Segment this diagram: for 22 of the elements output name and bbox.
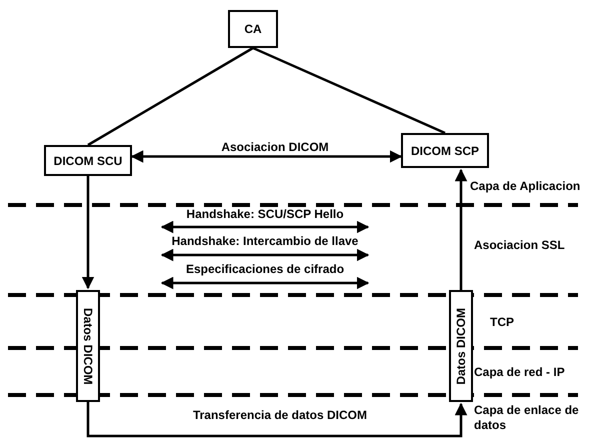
node-label: Datos DICOM [455,308,467,384]
node-label: Datos DICOM [82,308,94,384]
process-box [76,290,100,402]
connector-arrow [130,150,402,163]
layer-label: TCP [490,315,515,330]
connector-arrow [82,176,94,290]
layer-label: Handshake: Intercambio de llave [170,234,360,249]
layer-label: Asociacion SSL [474,238,566,253]
layer-label: Especificaciones de cifrado [184,262,346,277]
process-box [44,145,132,176]
layer-label: Capa de enlace de datos [474,403,580,433]
connector-arrow [86,402,468,438]
node-label: DICOM SCP [410,144,479,156]
node-label: DICOM SCU [54,154,122,166]
connector-arrow [454,168,468,290]
layer-label: Handshake: SCU/SCP Hello [185,207,345,222]
process-box [449,290,473,402]
process-box [228,10,278,48]
layer-label: Capa de Aplicacion [470,179,582,194]
node-label: CA [244,23,262,35]
layer-label: Capa de red - IP [474,365,566,380]
process-box [401,133,489,168]
